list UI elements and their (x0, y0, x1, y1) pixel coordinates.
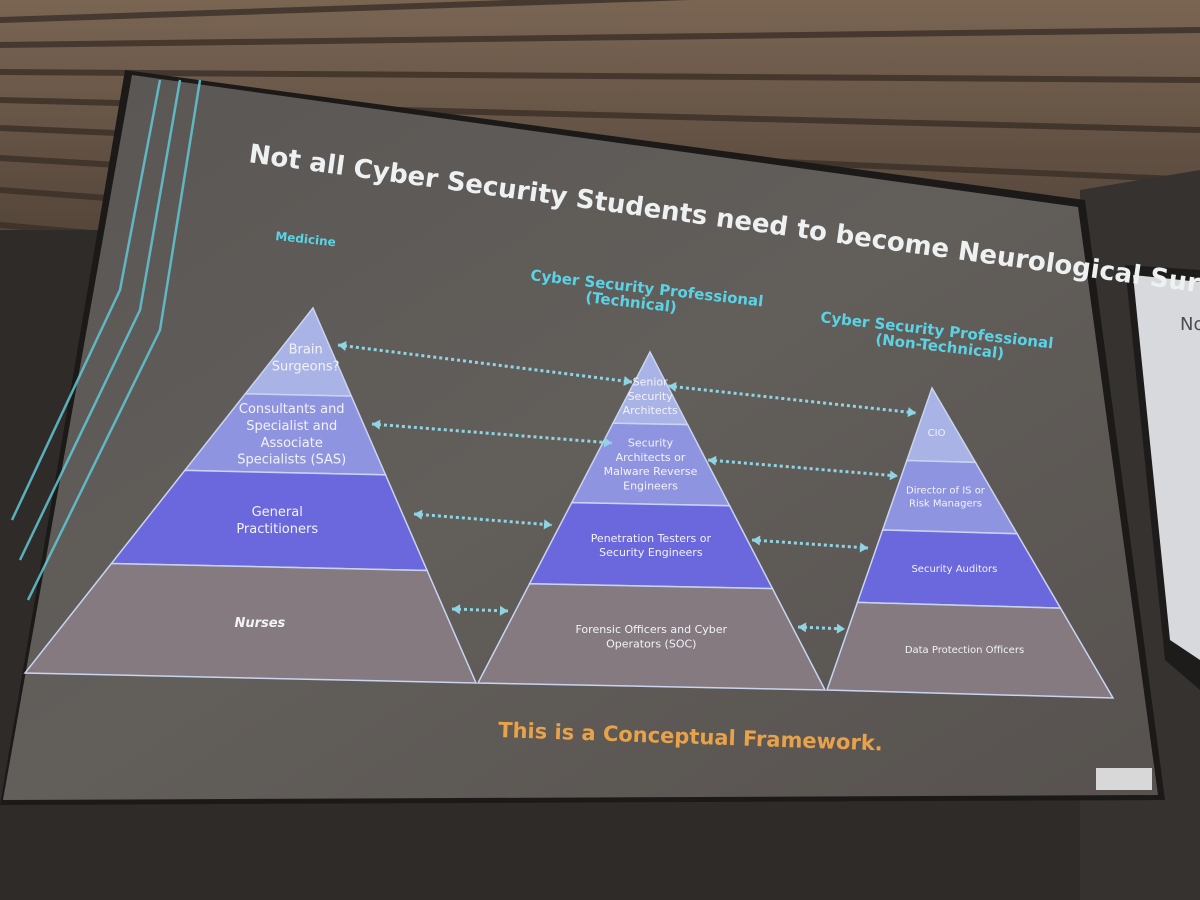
pyramid-1-level-2-label: Consultants and (239, 402, 345, 417)
pyramid-2: SeniorSecurityArchitectsSecurityArchitec… (476, 266, 827, 691)
connector-arrows (337, 341, 917, 634)
pyramid-3-level-1-label: CIO (928, 428, 946, 439)
pyramid-1-level-3-label: General (252, 505, 303, 520)
pyramid-2-level-2-label: Security (628, 436, 674, 449)
pyramid-1-level-1-label: Surgeons? (272, 359, 340, 374)
pyramid-2-level-3-label: Security Engineers (599, 546, 703, 559)
pyramid-2-level-2-label: Malware Reverse (604, 465, 698, 478)
screen-sticker (1096, 768, 1152, 790)
pyramid-1-level-2-label: Associate (261, 436, 323, 451)
pyramid-1-level-1-label: Brain (289, 343, 323, 358)
dotted-arrow-1 (337, 341, 633, 386)
dotted-arrow-4 (707, 455, 899, 481)
pyramid-2-level-2-label: Architects or (616, 451, 686, 464)
dotted-arrow-6 (751, 535, 869, 553)
dotted-arrow-2 (667, 381, 917, 418)
dotted-arrow-5 (413, 509, 553, 530)
pyramid-3-level-3-label: Security Auditors (911, 564, 997, 575)
pyramid-2-level-4-label: Forensic Officers and Cyber (576, 623, 728, 636)
second-screen: Not (1125, 265, 1200, 690)
pyramid-3-level-4 (825, 601, 1115, 699)
pyramid-1-level-2-label: Specialists (SAS) (237, 453, 346, 468)
pyramid-3-level-4-label: Data Protection Officers (905, 645, 1024, 656)
pyramid-3-level-2-label: Risk Managers (909, 499, 982, 510)
svg-text:Not: Not (1180, 314, 1200, 335)
pyramid-3-level-2-label: Director of IS or (906, 486, 986, 497)
pyramid-2-level-1-label: Senior (633, 376, 669, 389)
dotted-arrow-7 (451, 604, 509, 616)
pyramid-2-level-1-label: Architects (623, 404, 678, 417)
pyramid-1-level-3-label: Practitioners (236, 522, 318, 537)
pyramid-2-level-4-label: Operators (SOC) (606, 637, 696, 650)
pyramid-2-level-3-label: Penetration Testers or (591, 532, 712, 545)
pyramid-2-level-2-label: Engineers (623, 479, 678, 492)
pyramid-3: CIO Director of IS or Risk ManagersSecurit… (820, 308, 1115, 699)
dotted-arrow-8 (797, 622, 846, 634)
pyramid-1-level-2-label: Specialist and (246, 419, 337, 434)
dotted-arrow-3 (371, 419, 613, 448)
pyramid-2-level-4 (476, 582, 827, 691)
pyramid-1-heading: Medicine (275, 229, 337, 249)
decorative-lines (10, 79, 202, 601)
pyramid-1-level-4-label: Nurses (234, 616, 285, 631)
pyramid-1-level-4 (23, 562, 478, 684)
pyramid-2-level-1-label: Security (628, 390, 674, 403)
